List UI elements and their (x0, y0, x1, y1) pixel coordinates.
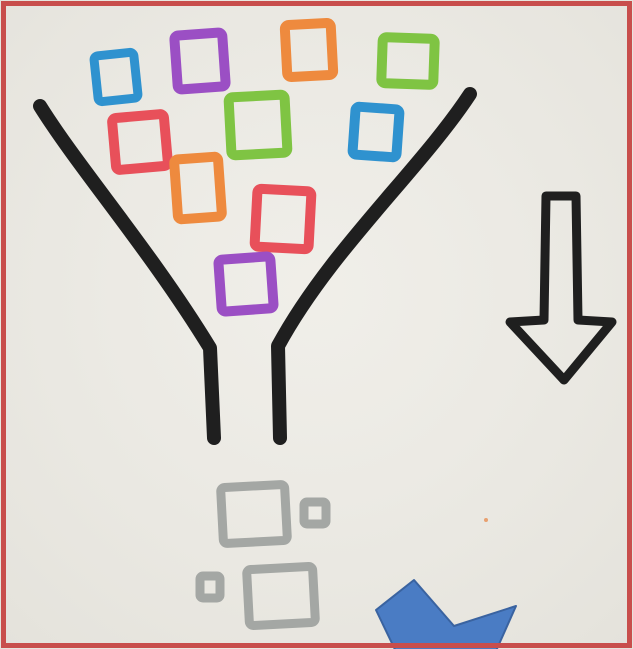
paper-speck (484, 518, 488, 522)
